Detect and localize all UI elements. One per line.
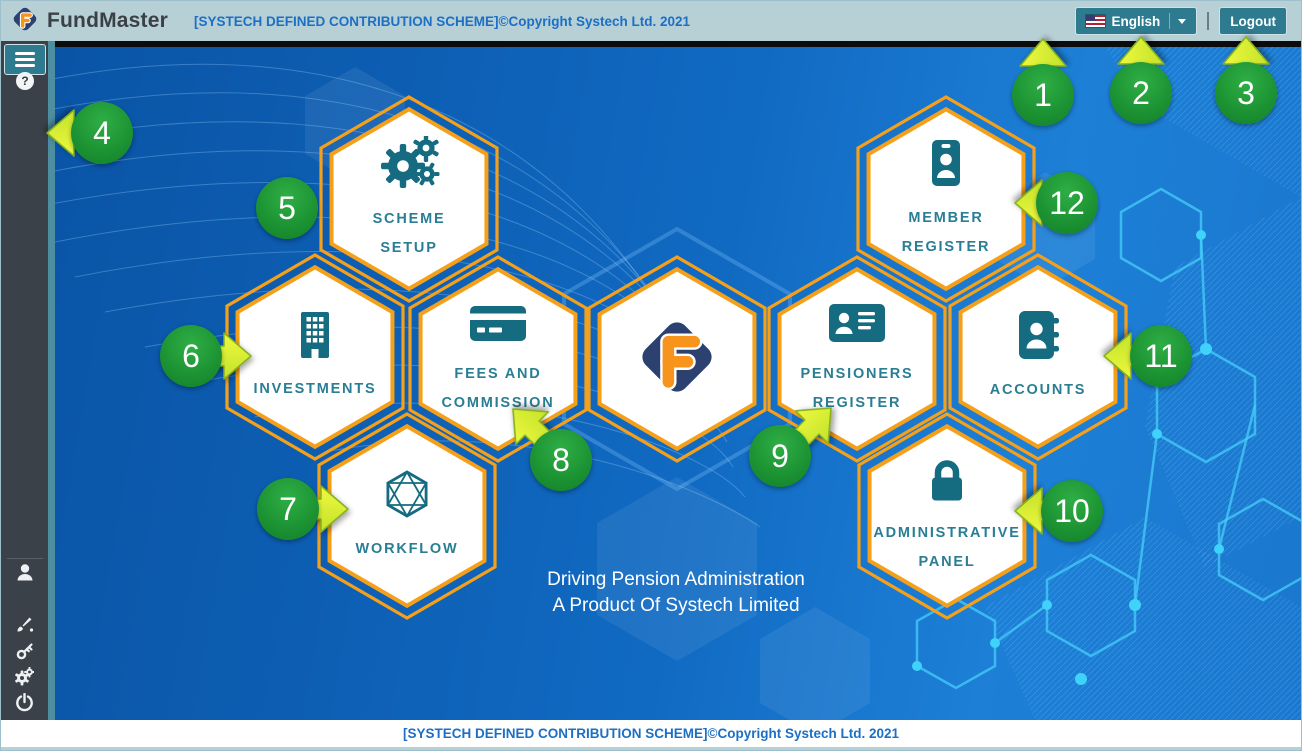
fundmaster-logo-icon [11, 5, 39, 38]
network-hexagon-icon [381, 468, 433, 525]
gears-icon [378, 134, 440, 195]
annotation-marker-12: 12 [1036, 172, 1098, 234]
annotation-marker-9: 9 [749, 425, 811, 487]
tile-label: WORKFLOW [355, 541, 459, 558]
logout-label: Logout [1230, 13, 1276, 29]
tile-workflow[interactable]: WORKFLOW [316, 411, 498, 621]
tile-label: ACCOUNTS [989, 382, 1087, 399]
brand-name: FundMaster [47, 9, 169, 32]
credit-card-icon [468, 301, 528, 350]
button-divider [1207, 12, 1210, 30]
sidebar-divider [7, 558, 43, 559]
chevron-down-icon[interactable] [1178, 18, 1187, 24]
user-icon[interactable] [1, 562, 48, 582]
scheme-title: [SYSTECH DEFINED CONTRIBUTION SCHEME]©Co… [194, 13, 691, 29]
top-bar: FundMaster [SYSTECH DEFINED CONTRIBUTION… [1, 1, 1301, 41]
tile-investments[interactable]: INVESTMENTS [224, 252, 406, 462]
paint-brush-icon[interactable] [1, 615, 48, 633]
background-decoration [55, 47, 1301, 720]
hamburger-menu-icon[interactable] [4, 44, 46, 75]
top-bar-right: English Logout [1074, 7, 1287, 35]
annotation-marker-4: 4 [71, 102, 133, 164]
lock-icon [923, 456, 971, 509]
annotation-marker-1: 1 [1012, 64, 1074, 126]
annotation-marker-7: 7 [257, 478, 319, 540]
brand: FundMaster [11, 5, 168, 38]
logout-button[interactable]: Logout [1219, 7, 1287, 35]
fundmaster-diamond-logo [629, 309, 725, 410]
id-card-icon [827, 301, 887, 350]
left-sidebar: ? [1, 41, 48, 720]
footer: [SYSTECH DEFINED CONTRIBUTION SCHEME]©Co… [1, 720, 1301, 747]
language-separator [1169, 13, 1171, 29]
address-book-icon [1012, 309, 1064, 366]
sidebar-accent-strip [48, 41, 55, 720]
tile-accounts[interactable]: ACCOUNTS [947, 252, 1129, 462]
annotation-marker-2: 2 [1110, 62, 1172, 124]
tagline: Driving Pension Administration A Product… [456, 567, 896, 619]
annotation-marker-5: 5 [256, 177, 318, 239]
annotation-marker-3: 3 [1215, 62, 1277, 124]
language-label: English [1111, 13, 1161, 29]
building-icon [287, 310, 343, 365]
annotation-marker-8: 8 [530, 429, 592, 491]
annotation-marker-10: 10 [1041, 480, 1103, 542]
us-flag-icon [1085, 15, 1105, 27]
tagline-line1: Driving Pension Administration [547, 569, 805, 590]
tile-label: INVESTMENTS [253, 381, 377, 398]
footer-text: [SYSTECH DEFINED CONTRIBUTION SCHEME]©Co… [403, 726, 899, 741]
key-icon[interactable] [1, 642, 48, 660]
footer-accent-strip [1, 747, 1301, 750]
tagline-line2: A Product Of Systech Limited [552, 595, 800, 617]
annotation-marker-6: 6 [160, 325, 222, 387]
tile-fundmaster-logo[interactable] [586, 254, 768, 464]
help-icon[interactable]: ? [16, 72, 34, 90]
id-badge-icon [924, 137, 968, 194]
annotation-marker-11: 11 [1130, 325, 1192, 387]
header-divider-bar [55, 41, 1301, 47]
power-icon[interactable] [1, 693, 48, 712]
gears-icon[interactable] [1, 667, 48, 686]
language-button[interactable]: English [1074, 7, 1198, 35]
